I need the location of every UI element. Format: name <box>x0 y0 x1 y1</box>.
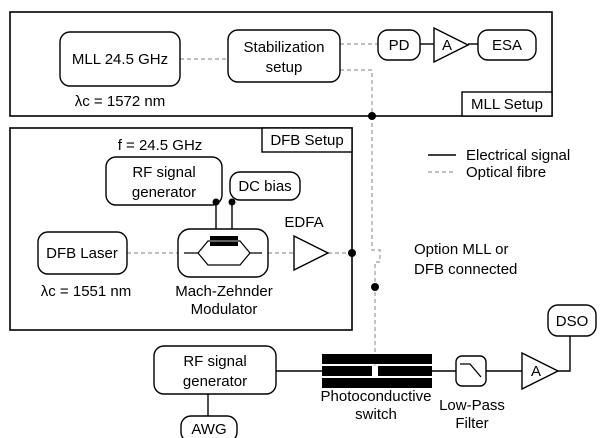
photoconductive-switch-line1: Photoconductive <box>321 388 432 405</box>
option-switch-dot <box>371 283 379 291</box>
low-pass-filter-icon <box>460 363 482 378</box>
low-pass-filter-line2: Filter <box>455 415 488 432</box>
bottom-rf-generator-line2: generator <box>183 373 247 390</box>
pd-box <box>377 29 421 61</box>
mll-label: MLL 24.5 GHz <box>72 51 168 68</box>
legend-optical-label: Optical fibre <box>466 164 546 181</box>
dfb-rf-frequency: f = 24.5 GHz <box>118 137 203 154</box>
low-pass-filter-line1: Low-Pass <box>439 397 505 414</box>
mll-amplifier-label: A <box>442 37 452 54</box>
dfb-setup-label-box <box>261 127 353 153</box>
dfb-rf-generator-line1: RF signal <box>132 164 195 181</box>
mll-amplifier-icon <box>433 26 470 64</box>
dfb-laser-box <box>37 231 128 275</box>
dfb-setup-frame <box>9 127 353 331</box>
stabilization-box <box>227 29 341 83</box>
dso-box <box>547 304 597 337</box>
mll-setup-label: MLL Setup <box>471 96 543 113</box>
low-pass-filter-box <box>455 355 487 387</box>
legend-electrical-label: Electrical signal <box>466 147 570 164</box>
dfb-wavelength: λc = 1551 nm <box>41 283 131 300</box>
wire-amp-dso <box>558 336 571 372</box>
photoconductive-switch-line2: switch <box>355 406 397 423</box>
mll-setup-frame <box>9 11 553 117</box>
bottom-rf-generator-line1: RF signal <box>183 353 246 370</box>
dfb-setup-label: DFB Setup <box>270 132 343 149</box>
mll-setup-label-box <box>461 91 553 117</box>
dc-bias-box <box>229 171 301 201</box>
dfb-output-junction-dot <box>348 249 356 257</box>
edfa-label: EDFA <box>284 214 323 231</box>
pd-label: PD <box>389 37 410 54</box>
edfa-amplifier-icon <box>293 234 330 272</box>
dfb-laser-label: DFB Laser <box>46 245 118 262</box>
mll-output-junction-dot <box>368 112 376 120</box>
mzm-box <box>177 228 269 278</box>
awg-label: AWG <box>191 421 226 438</box>
mzm-interferometer-icon <box>184 236 262 266</box>
dc-bias-label: DC bias <box>238 178 291 195</box>
bottom-amplifier-icon <box>521 351 560 391</box>
rf-connection-dot <box>212 198 220 206</box>
esa-box <box>477 29 537 61</box>
option-label-line1: Option MLL or <box>414 241 509 258</box>
dfb-rf-generator-line2: generator <box>132 184 196 201</box>
esa-label: ESA <box>492 37 522 54</box>
fibre-stabilization-output <box>340 69 373 116</box>
photoconductive-switch-icon <box>322 354 432 388</box>
mzm-label-line2: Modulator <box>191 301 258 318</box>
bottom-rf-generator-box <box>153 345 277 395</box>
stabilization-label-line2: setup <box>266 59 303 76</box>
mll-wavelength: λc = 1572 nm <box>75 93 165 110</box>
stabilization-label-line1: Stabilization <box>244 39 325 56</box>
bottom-amplifier-label: A <box>531 363 541 380</box>
dso-label: DSO <box>556 313 589 330</box>
mzm-label-line1: Mach-Zehnder <box>175 283 273 300</box>
option-label-line2: DFB connected <box>414 261 517 278</box>
fibre-to-option-switch <box>371 116 381 286</box>
dfb-rf-generator-box <box>105 156 223 206</box>
mll-box <box>59 31 181 87</box>
awg-box <box>180 415 238 438</box>
dcbias-connection-dot <box>228 198 236 206</box>
